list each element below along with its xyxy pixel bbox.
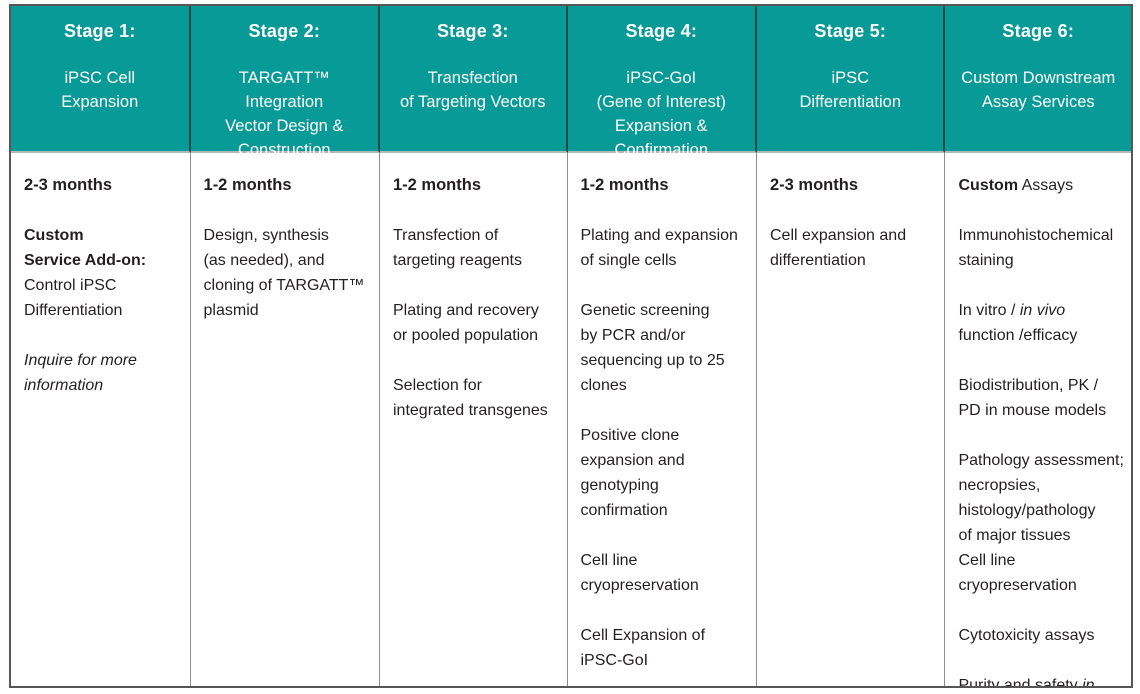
body-paragraph: Cell line cryopreservation <box>580 552 699 594</box>
stage-4-header: Stage 4: iPSC-GoI (Gene of Interest) Exp… <box>567 6 757 159</box>
stage-5-body: 2-3 months Cell expansion and differenti… <box>757 153 946 686</box>
stage-3-duration: 1-2 months <box>393 176 482 194</box>
stage-1-body: 2-3 months Custom Service Add-on: Contro… <box>11 153 191 686</box>
stage-6-subtitle: Custom Downstream Assay Services <box>961 69 1116 111</box>
body-paragraph: Cell expansion and differentiation <box>770 227 907 269</box>
body-paragraph: Plating and expansion of single cells <box>580 227 738 269</box>
stage-1-title: Stage 1: <box>63 21 136 41</box>
body-paragraph: Plating and recovery or pooled populatio… <box>393 302 539 344</box>
stage-3-header: Stage 3: Transfection of Targeting Vecto… <box>380 6 568 153</box>
stage-2-header: Stage 2: TARGATT™ Integration Vector Des… <box>190 6 380 159</box>
stage-2-duration: 1-2 months <box>203 176 292 194</box>
stage-5-duration: 2-3 months <box>770 176 859 194</box>
stage-4-subtitle: iPSC-GoI (Gene of Interest) Expansion & … <box>596 69 726 159</box>
stage-4-duration: 1-2 months <box>580 176 669 194</box>
stage-5-title: Stage 5: <box>814 21 887 41</box>
body-paragraph: Transfection of targeting reagents <box>393 227 522 269</box>
service-stages-table: Stage 1: iPSC Cell Expansion Stage 2: TA… <box>9 4 1133 688</box>
body-paragraph: Custom Assays <box>958 177 1074 194</box>
body-paragraph: Cytotoxicity assays <box>958 627 1095 644</box>
stage-1-duration: 2-3 months <box>24 176 113 194</box>
body-paragraph: In vitro / in vivo function /efficacy <box>958 302 1078 344</box>
stage-6-title: Stage 6: <box>1002 21 1075 41</box>
stage-2-subtitle: TARGATT™ Integration Vector Design & Con… <box>225 69 344 159</box>
body-paragraph: Custom Service Add-on: Control iPSC Diff… <box>24 227 147 319</box>
stage-4-body: 1-2 months Plating and expansion of sing… <box>567 153 757 686</box>
stage-5-header: Stage 5: iPSC Differentiation <box>757 6 946 153</box>
stage-1-header: Stage 1: iPSC Cell Expansion <box>11 6 191 153</box>
stage-3-title: Stage 3: <box>436 21 509 41</box>
body-paragraph: Immunohistochemical staining <box>958 227 1114 269</box>
stage-4-title: Stage 4: <box>625 21 698 41</box>
body-paragraph: Positive clone expansion and genotyping … <box>580 427 685 519</box>
body-paragraph: Purity and safety in vivo teratoma forma… <box>958 677 1095 686</box>
stage-1-subtitle: iPSC Cell Expansion <box>61 69 139 111</box>
stage-2-body: 1-2 months Design, synthesis (as needed)… <box>190 153 380 686</box>
body-paragraph: Pathology assessment; necropsies, histol… <box>958 452 1124 594</box>
stage-6-body: Custom Assays Immunohistochemical staini… <box>945 153 1131 686</box>
body-paragraph: Design, synthesis (as needed), and cloni… <box>203 227 365 319</box>
body-paragraph: Selection for integrated transgenes <box>393 377 548 419</box>
stage-6-header: Stage 6: Custom Downstream Assay Service… <box>945 6 1131 153</box>
body-paragraph: Genetic screening by PCR and/or sequenci… <box>580 302 725 394</box>
body-paragraph: Inquire for more information <box>24 352 137 394</box>
body-paragraph: Cell Expansion of iPSC-GoI <box>580 627 706 669</box>
stage-5-subtitle: iPSC Differentiation <box>799 69 901 111</box>
body-paragraph: Biodistribution, PK / PD in mouse models <box>958 377 1107 419</box>
stage-3-subtitle: Transfection of Targeting Vectors <box>399 69 546 111</box>
stage-3-body: 1-2 months Transfection of targeting rea… <box>380 153 568 686</box>
stage-2-title: Stage 2: <box>248 21 321 41</box>
